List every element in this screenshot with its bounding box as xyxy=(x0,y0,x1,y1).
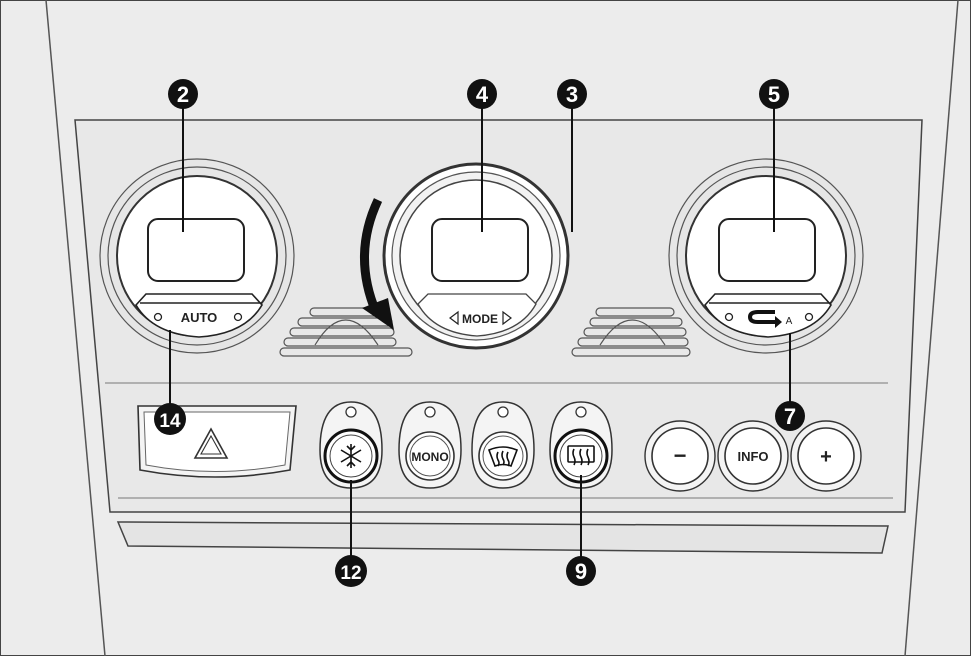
recirculation-icon xyxy=(747,310,782,328)
svg-text:2: 2 xyxy=(177,82,189,107)
info-label: INFO xyxy=(737,449,768,464)
callout-leader-lines xyxy=(169,108,791,558)
svg-text:7: 7 xyxy=(784,404,796,429)
recirculation-button[interactable] xyxy=(704,293,832,338)
svg-text:12: 12 xyxy=(340,563,361,584)
svg-text:9: 9 xyxy=(575,559,587,584)
svg-text:5: 5 xyxy=(768,82,780,107)
center-display-window xyxy=(431,218,529,282)
center-mode-knob[interactable]: MODE xyxy=(382,162,570,350)
mode-label: MODE xyxy=(462,312,498,326)
minus-label: − xyxy=(674,443,687,468)
callout-5: 5 xyxy=(759,79,789,109)
right-temperature-knob[interactable]: A xyxy=(668,158,864,354)
info-button[interactable]: INFO xyxy=(717,420,789,492)
left-temperature-knob[interactable]: AUTO xyxy=(99,158,295,354)
auto-button[interactable] xyxy=(135,293,263,338)
front-defrost-led xyxy=(497,406,509,418)
auto-label: AUTO xyxy=(181,310,218,325)
minus-button[interactable]: − xyxy=(644,420,716,492)
recirc-auto-label: A xyxy=(786,316,793,327)
plus-label: + xyxy=(820,446,832,468)
right-vent-grille xyxy=(571,307,691,357)
windshield-defrost-icon xyxy=(487,446,519,468)
rear-defrost-button[interactable] xyxy=(549,401,613,489)
console-right-edge xyxy=(904,0,959,657)
recirc-led-left xyxy=(724,312,734,322)
rear-window-defrost-icon xyxy=(567,445,595,466)
callout-12: 12 xyxy=(335,555,367,587)
console-left-edge xyxy=(45,0,106,657)
auto-led-right xyxy=(233,312,243,322)
mode-button[interactable] xyxy=(417,293,537,337)
svg-text:3: 3 xyxy=(566,82,578,107)
svg-text:4: 4 xyxy=(476,82,489,107)
mode-left-arrow-icon xyxy=(449,310,459,326)
mono-led xyxy=(424,406,436,418)
left-display-window xyxy=(147,218,245,282)
snowflake-icon xyxy=(340,444,362,468)
front-defrost-button[interactable] xyxy=(471,401,535,489)
plus-button[interactable]: + xyxy=(790,420,862,492)
callout-14: 14 xyxy=(154,403,186,435)
mono-label: MONO xyxy=(411,450,448,464)
svg-text:14: 14 xyxy=(159,411,181,432)
auto-led-left xyxy=(153,312,163,322)
recirc-led-right xyxy=(804,312,814,322)
ac-led xyxy=(345,406,357,418)
hazard-triangle-icon xyxy=(193,427,229,459)
mode-right-arrow-icon xyxy=(502,310,512,326)
lower-trim xyxy=(116,521,889,554)
mono-button[interactable]: MONO xyxy=(398,401,462,489)
callout-2: 2 xyxy=(168,79,198,109)
callout-7: 7 xyxy=(775,401,805,431)
callout-3: 3 xyxy=(557,79,587,109)
callout-4: 4 xyxy=(467,79,497,109)
rotation-arrow-icon xyxy=(360,198,394,330)
ac-button[interactable] xyxy=(319,401,383,489)
right-display-window xyxy=(718,218,816,282)
callout-9: 9 xyxy=(566,556,596,586)
rear-defrost-led xyxy=(575,406,587,418)
